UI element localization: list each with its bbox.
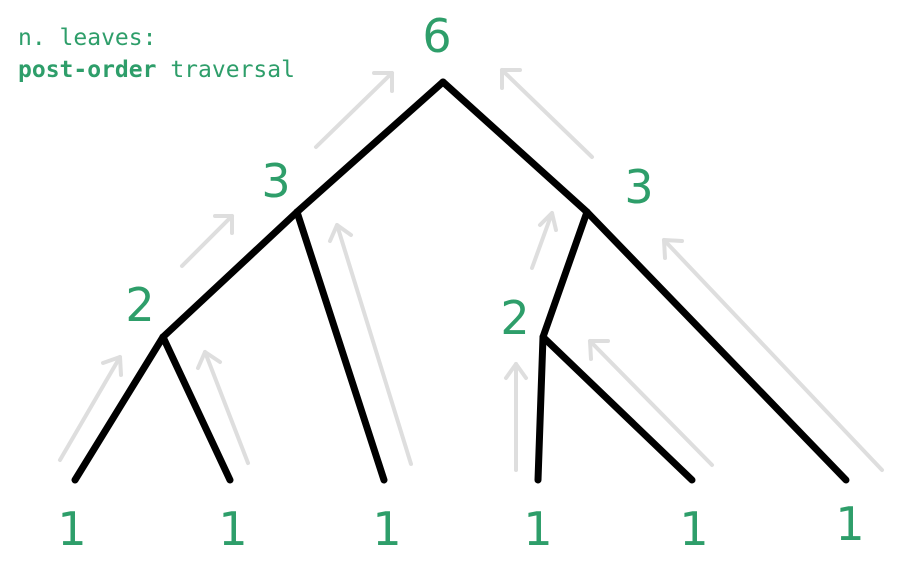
right-internal-count: 3	[624, 160, 653, 214]
caption: n. leaves: post-order traversal	[18, 22, 295, 86]
leaf-count-3: 1	[372, 502, 401, 556]
caption-traversal-type: post-order	[18, 57, 157, 83]
leaf-count-5: 1	[679, 502, 708, 556]
arrow-2-to-3	[180, 214, 234, 268]
edge-root-right	[439, 78, 591, 216]
leaf-count-1: 1	[57, 502, 86, 556]
edge-right2-leaf4	[534, 333, 547, 484]
arrow-leaf4-to-2	[504, 362, 528, 472]
edge-left2-leaf1	[71, 333, 167, 484]
arrow-leaf6-to-3	[662, 238, 884, 472]
caption-line-1: n. leaves:	[18, 25, 157, 51]
edge-right3-right2	[539, 208, 591, 341]
left-sub-count: 2	[125, 278, 154, 332]
edge-right3-leaf6	[583, 208, 850, 484]
leaf-count-4: 1	[523, 502, 552, 556]
edge-root-left	[293, 78, 447, 216]
arrow-leaf5-to-2	[588, 339, 714, 467]
tree-edges	[71, 78, 850, 484]
right-sub-count: 2	[500, 291, 529, 345]
arrow-3-to-6	[314, 71, 394, 149]
edge-left3-left2	[159, 208, 301, 341]
arrow-2-to-3-right	[530, 211, 558, 270]
traversal-arrows	[58, 68, 884, 472]
leaf-count-2: 1	[218, 502, 247, 556]
arrow-leaf2-to-2	[196, 350, 250, 465]
leaf-count-6: 1	[835, 497, 864, 551]
arrow-leaf3-to-3	[328, 223, 413, 466]
left-internal-count: 3	[261, 154, 290, 208]
arrow-leaf1-to-2	[58, 355, 123, 462]
caption-traversal-word: traversal	[156, 57, 295, 83]
edge-left3-leaf3	[293, 208, 388, 484]
node-labels: 6 3 3 2 2 1 1 1 1 1 1	[57, 9, 864, 556]
caption-line-2: post-order traversal	[18, 54, 295, 86]
root-count: 6	[422, 9, 451, 63]
edge-left2-leaf2	[159, 333, 234, 484]
edge-right2-leaf5	[539, 333, 696, 484]
arrow-3-to-6-right	[500, 68, 594, 159]
